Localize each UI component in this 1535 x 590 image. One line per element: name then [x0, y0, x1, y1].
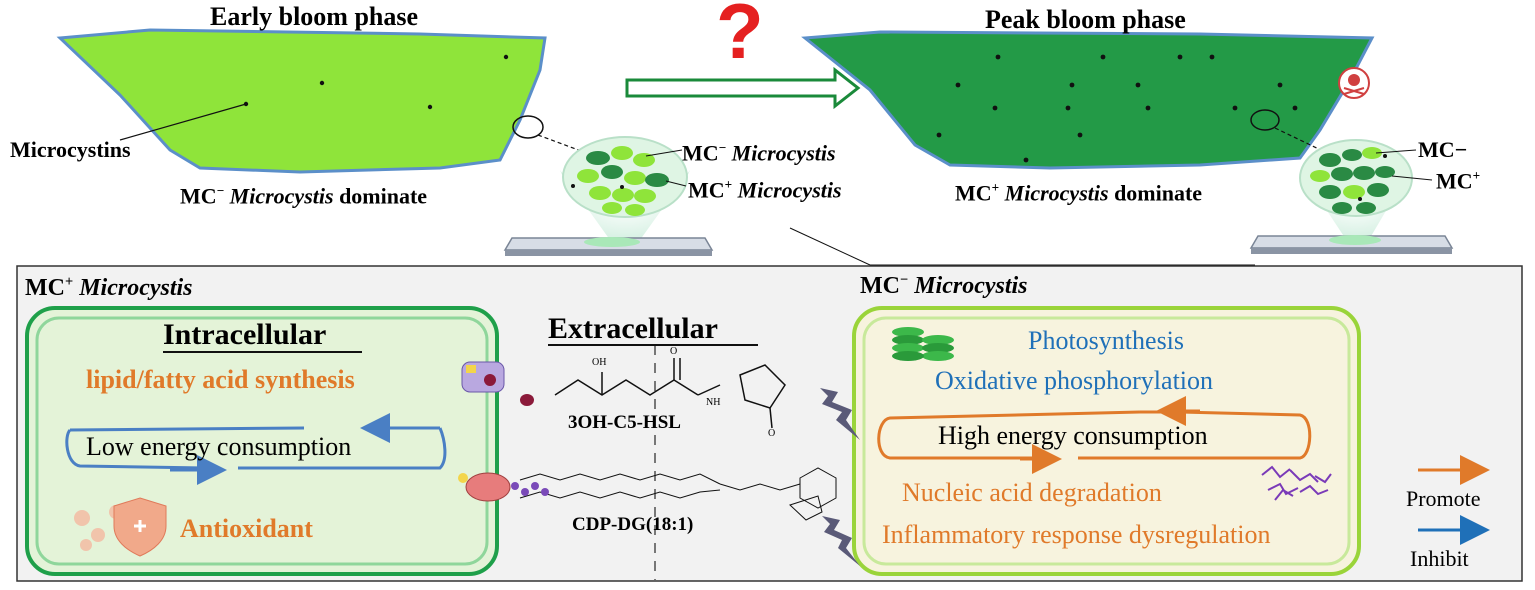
legend-promote-label: Promote	[1406, 486, 1481, 511]
extracellular-heading: Extracellular	[548, 312, 718, 345]
skull-crossbones-icon	[1338, 67, 1370, 99]
dna-fragments-icon	[1261, 465, 1332, 501]
inset-mc-plus-label: MC+ Microcystis	[688, 177, 842, 203]
early-bloom-water	[56, 28, 547, 174]
peak-bloom-water	[801, 30, 1375, 170]
chem-oh-label: OH	[592, 357, 607, 368]
intracellular-heading: Intracellular	[163, 318, 327, 351]
lipid-synthesis-label: lipid/fatty acid synthesis	[86, 365, 355, 394]
lightning-icon	[822, 516, 860, 566]
inset-right-mc-minus-label: MC−	[1418, 137, 1468, 162]
low-energy-label: Low energy consumption	[86, 432, 352, 461]
right-inset-magnifier	[1249, 109, 1454, 254]
mc-plus-heading: MC+ Microcystis	[25, 274, 193, 301]
hsl-name: 3OH-C5-HSL	[568, 412, 681, 433]
mc-minus-cell-box	[852, 306, 1361, 576]
legend-inhibit-label: Inhibit	[1410, 546, 1469, 571]
cdp-dg-name: CDP-DG(18:1)	[572, 514, 694, 535]
lightning-icon	[820, 388, 860, 440]
early-dominate-label: MC− Microcystis dominate	[180, 183, 428, 209]
chem-n-label: NH	[706, 397, 721, 408]
low-energy-loop	[65, 413, 447, 470]
membrane-transporter-icon	[458, 472, 549, 502]
transition-arrow	[625, 66, 861, 110]
photosynthesis-label: Photosynthesis	[1028, 326, 1185, 355]
left-inset-magnifier	[503, 115, 714, 256]
microscope-slide-icon	[1249, 235, 1454, 254]
microcystins-label: Microcystins	[10, 137, 131, 162]
membrane-transporter-icon	[461, 361, 534, 406]
antioxidant-label: Antioxidant	[180, 514, 313, 543]
question-mark-icon: ?	[716, 0, 764, 75]
microcystis-cells-right	[1310, 147, 1395, 214]
mc-minus-heading: MC− Microcystis	[860, 272, 1028, 299]
nucleic-acid-label: Nucleic acid degradation	[902, 478, 1162, 507]
inset-mc-minus-label: MC− Microcystis	[682, 140, 836, 166]
chem-o-label: O	[670, 346, 678, 357]
hsl-structure	[554, 358, 786, 429]
chloroplast-stack-icon	[892, 327, 954, 361]
oxidative-phosphorylation-label: Oxidative phosphorylation	[935, 366, 1214, 395]
microscope-slide-icon	[503, 237, 714, 256]
microcystins-pointer	[119, 103, 247, 141]
chem-o2-label: O	[768, 428, 776, 439]
callout-line-left	[789, 227, 871, 266]
shield-icon	[74, 497, 167, 557]
microcystis-cells-left	[571, 146, 669, 216]
peak-dominate-label: MC+ Microcystis dominate	[955, 180, 1203, 206]
cdp-dg-structure	[519, 467, 837, 521]
peak-bloom-title: Peak bloom phase	[985, 5, 1186, 34]
high-energy-label: High energy consumption	[938, 421, 1208, 450]
early-bloom-title: Early bloom phase	[210, 2, 419, 31]
inflammatory-label: Inflammatory response dysregulation	[882, 520, 1271, 549]
inset-right-mc-plus-label: MC+	[1436, 168, 1481, 194]
